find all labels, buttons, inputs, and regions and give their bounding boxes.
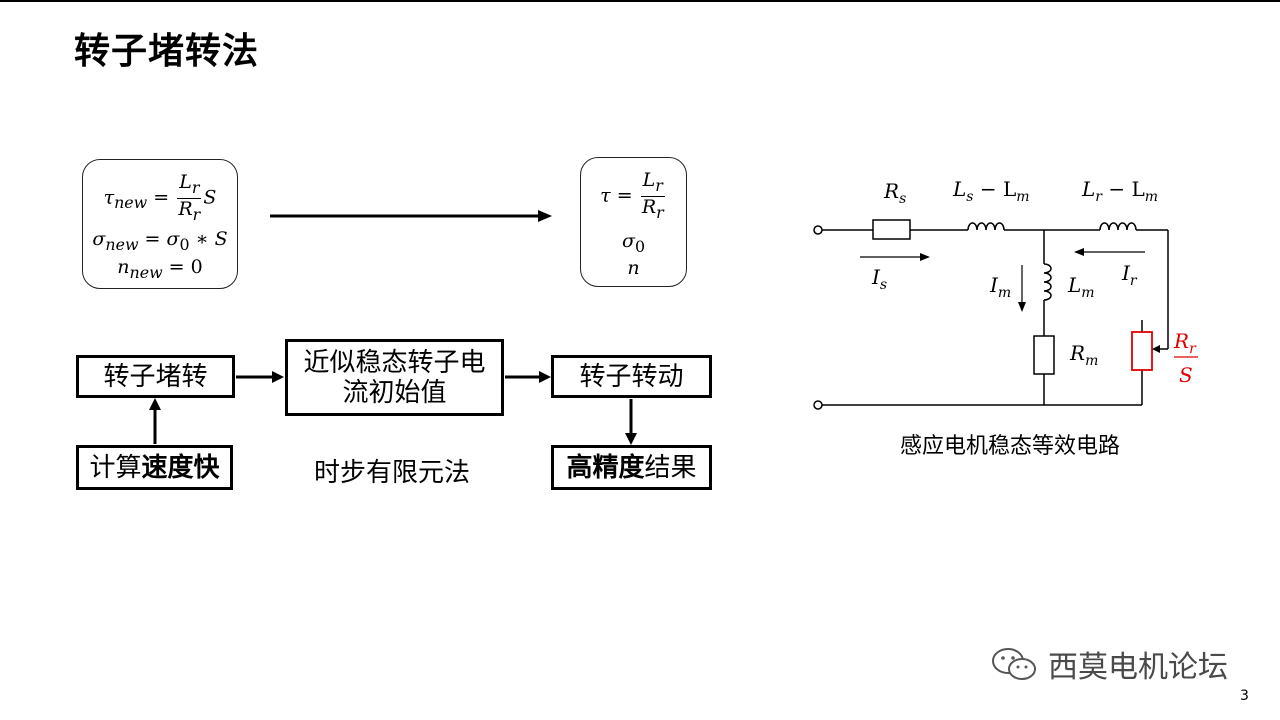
page-number: 3 <box>1240 688 1249 704</box>
flow-box-rotor-rotating: 转子转动 <box>551 355 712 398</box>
frac-denominator-right: R <box>641 195 657 218</box>
times-slip: ∗ S <box>195 228 228 250</box>
flow-box-initial-current-line1: 近似稳态转子电 <box>303 347 486 378</box>
wechat-icon <box>992 648 1036 680</box>
sigma-zero-subscript: 0 <box>179 234 190 254</box>
lr-over-rr-fraction-right: Lr Rr <box>640 169 665 223</box>
flow-box-high-precision: 高精度结果 <box>551 445 712 490</box>
stator-resistor-rs <box>872 219 911 240</box>
arrow-head-3 <box>625 433 637 445</box>
frac-denominator-sub-right: r <box>656 202 664 222</box>
flow-box-initial-current-line2: 流初始值 <box>342 377 447 408</box>
rotor-resistor-wiper-arrow <box>1152 345 1160 353</box>
formula-box-blocked-rotor: τnew = Lr Rr S σnew = σ0 ∗ S nnew = 0 <box>82 159 238 289</box>
label-ir: Ir <box>1121 261 1138 289</box>
rotor-variable-resistor <box>1131 331 1153 371</box>
sigma-zero-symbol: σ <box>166 228 180 250</box>
label-rs: Rs <box>883 179 906 207</box>
frac-denominator: R <box>178 197 193 220</box>
input-terminal-bottom <box>813 400 823 410</box>
arrow-head-1 <box>272 371 284 383</box>
label-rm: Rm <box>1069 341 1098 369</box>
flow-box-blocked-rotor-label: 转子堵转 <box>103 361 208 392</box>
watermark: 西莫电机论坛 <box>988 642 1228 686</box>
tau-symbol: τ <box>600 184 611 207</box>
slide-title: 转子堵转法 <box>74 31 260 72</box>
label-is: Is <box>871 265 887 293</box>
flow-box-initial-current: 近似稳态转子电 流初始值 <box>285 339 504 416</box>
magnetizing-resistor-rm <box>1033 335 1055 375</box>
ir-arrow-head <box>1074 248 1084 256</box>
is-arrow-head <box>920 253 930 261</box>
n-symbol: n <box>627 257 640 279</box>
label-rr-over-s-denominator: S <box>1179 363 1193 387</box>
arrow-head-2 <box>539 371 551 383</box>
n-new-value: 0 <box>190 256 203 278</box>
sigma-new-subscript: new <box>105 234 139 254</box>
frac-denominator-sub: r <box>192 204 201 224</box>
input-terminal-top <box>813 225 823 235</box>
flow-box-rotor-rotating-label: 转子转动 <box>579 361 684 392</box>
flow-box-blocked-rotor: 转子堵转 <box>76 355 235 398</box>
frac-numerator-sub: r <box>191 177 200 197</box>
magnetizing-inductor <box>1043 263 1052 301</box>
flow-box-fast-compute: 计算速度快 <box>76 445 233 490</box>
arrow-head-4 <box>149 398 161 410</box>
rotor-leakage-inductor <box>1099 222 1137 231</box>
formula-box-rotating: τ = Lr Rr σ0 n <box>580 157 687 287</box>
label-rr-over-s-numerator: Rr <box>1173 329 1197 357</box>
fast-compute-normal-text: 计算 <box>89 452 142 483</box>
label-lm: Lm <box>1067 273 1095 301</box>
top-border-line <box>0 0 1280 2</box>
sigma-new-symbol: σ <box>92 228 106 250</box>
high-precision-bold-text: 高精度 <box>566 452 645 483</box>
lr-over-rr-fraction: Lr Rr <box>177 171 202 225</box>
time-stepping-fem-label: 时步有限元法 <box>314 458 471 488</box>
stator-leakage-inductor <box>967 222 1005 231</box>
label-im: Im <box>989 273 1011 301</box>
tau-new-subscript: new <box>114 193 148 213</box>
equivalent-circuit-diagram: Rs Ls − Lm Lr − Lm Is Im Lm Ir Rm Rr S <box>813 177 1198 410</box>
frac-numerator: L <box>179 171 192 193</box>
frac-numerator-sub-right: r <box>655 175 663 195</box>
n-new-symbol: n <box>117 256 130 278</box>
sigma-symbol: σ <box>621 230 635 252</box>
slip-symbol: S <box>203 186 217 209</box>
frac-numerator-right: L <box>642 169 656 191</box>
tau-new-symbol: τ <box>103 186 115 209</box>
watermark-text: 西莫电机论坛 <box>1048 650 1228 685</box>
label-ls-minus-lm: Ls − Lm <box>952 177 1030 205</box>
formula-transition-arrow <box>270 210 552 222</box>
label-lr-minus-lm: Lr − Lm <box>1081 177 1158 205</box>
n-new-subscript: new <box>129 262 163 282</box>
sigma-subscript: 0 <box>634 236 646 256</box>
fast-compute-bold-text: 速度快 <box>141 452 220 483</box>
circuit-caption: 感应电机稳态等效电路 <box>900 434 1121 459</box>
im-arrow-head <box>1018 302 1026 312</box>
high-precision-normal-text: 结果 <box>644 452 697 483</box>
